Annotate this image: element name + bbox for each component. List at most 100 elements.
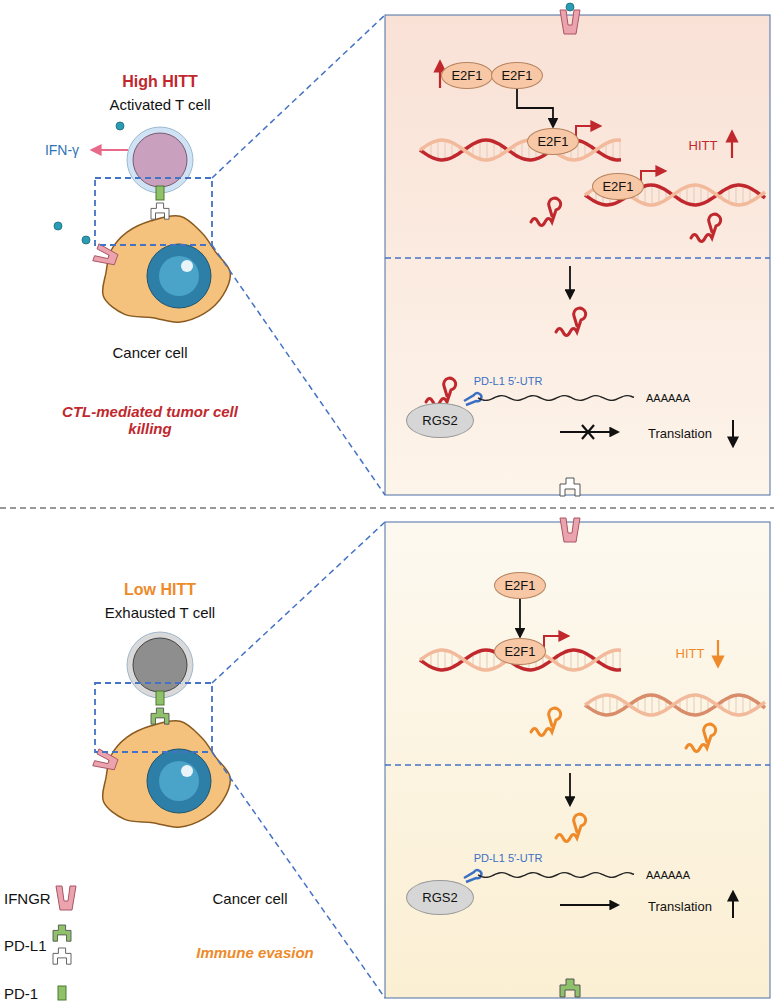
- arrow: [569, 773, 571, 805]
- node-text: E2F1: [504, 578, 535, 593]
- dna-rung: [610, 695, 611, 715]
- connector-arrow: [517, 89, 553, 127]
- ifn-gamma-dot: [82, 236, 90, 244]
- label-text: Cancer cell: [212, 890, 287, 907]
- legend-text: PD-1: [4, 985, 38, 1002]
- hitt-rna: [556, 814, 586, 841]
- node-text: E2F1: [501, 68, 532, 83]
- dna-strand: [585, 695, 765, 715]
- dna-rung: [729, 697, 730, 712]
- zoom-leader: [212, 245, 385, 495]
- dna-rung: [452, 142, 453, 157]
- dna-rung: [687, 187, 688, 204]
- pd-l1-shape: [560, 478, 580, 496]
- dna-helix: [420, 140, 621, 160]
- zoom-leader: [212, 752, 385, 998]
- label-text: PD-L1 5′-UTR: [474, 852, 543, 864]
- pd-1-symbol: [156, 691, 164, 705]
- pd-l1-shape: [53, 948, 71, 964]
- dna-rung: [613, 651, 614, 670]
- arrow: [731, 132, 733, 158]
- ifn-gamma-dot: [54, 222, 62, 230]
- hitt-rna: [531, 708, 561, 735]
- label: Translation: [648, 899, 712, 914]
- dna-rung: [743, 185, 744, 204]
- node-text: E2F1: [504, 644, 535, 659]
- receptor-shape: [560, 518, 580, 542]
- zoom-leader: [212, 522, 385, 683]
- label-text: High HITT: [122, 73, 198, 91]
- arrow: [569, 266, 571, 298]
- legend-text: PD-L1: [4, 937, 47, 954]
- zoom-leader: [212, 15, 385, 178]
- label-text: Translation: [648, 426, 712, 441]
- dna-rung: [613, 141, 614, 160]
- label-text: Activated T cell: [109, 96, 210, 113]
- zoom-panel: [385, 15, 770, 495]
- receptor-shape: [560, 10, 580, 34]
- legend-item: PD-L1: [4, 937, 47, 954]
- t-cell-halo: [127, 127, 193, 193]
- receptor-shape: [56, 886, 76, 910]
- factor-oval: E2F1: [441, 62, 492, 89]
- label-text: Low HITT: [124, 581, 196, 599]
- dna-rung: [603, 695, 604, 714]
- arrow: [560, 904, 618, 906]
- dna-rung: [452, 652, 453, 667]
- node-text: RGS2: [422, 890, 457, 905]
- factor-oval: E2F1: [527, 128, 578, 155]
- dna-rung: [687, 697, 688, 714]
- protein-oval: RGS2: [406, 403, 473, 438]
- pd-l1-symbol: [53, 948, 71, 964]
- pd-1-symbol: [156, 186, 164, 200]
- hitt-rna: [556, 308, 586, 335]
- pd-l1-symbol: [53, 925, 71, 941]
- label: Cancer cell: [212, 890, 287, 907]
- dna-rung: [736, 695, 737, 715]
- pd-l1-symbol: [151, 708, 169, 724]
- dna-rung: [487, 650, 488, 670]
- pd-l1-symbol: [151, 203, 169, 219]
- nucleolus: [181, 765, 193, 777]
- receptor-shape: [93, 244, 119, 268]
- label: CTL-mediated tumor cell killing: [55, 403, 245, 437]
- nucleus: [147, 749, 211, 813]
- mrna-strand: [478, 396, 634, 401]
- hitt-rna: [531, 198, 561, 225]
- dna-strand: [585, 695, 765, 715]
- node-text: RGS2: [422, 413, 457, 428]
- label: Exhausted T cell: [105, 604, 215, 621]
- dna-rung: [445, 140, 446, 160]
- dna-rung: [701, 696, 702, 714]
- stem-loop: [464, 393, 481, 405]
- dna-rung: [652, 695, 653, 715]
- pd-1-shape: [156, 186, 164, 200]
- panel-separator: [385, 257, 770, 259]
- nucleolus: [181, 260, 193, 272]
- pd-l1-symbol: [560, 979, 580, 997]
- dna-rung: [736, 185, 737, 205]
- factor-oval: E2F1: [494, 572, 545, 599]
- label: High HITT: [122, 73, 198, 91]
- arrow: [732, 420, 734, 446]
- connector-arrow: [519, 599, 521, 637]
- dna-rung: [438, 650, 439, 669]
- dna-rung: [617, 697, 618, 712]
- label: AAAAAA: [646, 869, 690, 881]
- ifngr-receptor: [56, 886, 76, 910]
- pd-l1-symbol: [560, 478, 580, 496]
- label: PD-L1 5′-UTR: [474, 375, 543, 387]
- pd-1-shape: [58, 986, 66, 1000]
- ifn-gamma-dot: [116, 122, 124, 130]
- dna-rung: [694, 695, 695, 715]
- label-text: IFN-γ: [45, 142, 79, 158]
- dna-rung: [645, 186, 646, 204]
- label: Immune evasion: [196, 944, 314, 961]
- dna-rung: [694, 185, 695, 205]
- label-text: HITT: [689, 138, 718, 153]
- label: Activated T cell: [109, 96, 210, 113]
- transcription-arrow: [641, 171, 665, 183]
- dna-strand: [420, 140, 621, 160]
- panel-separator: [385, 764, 770, 766]
